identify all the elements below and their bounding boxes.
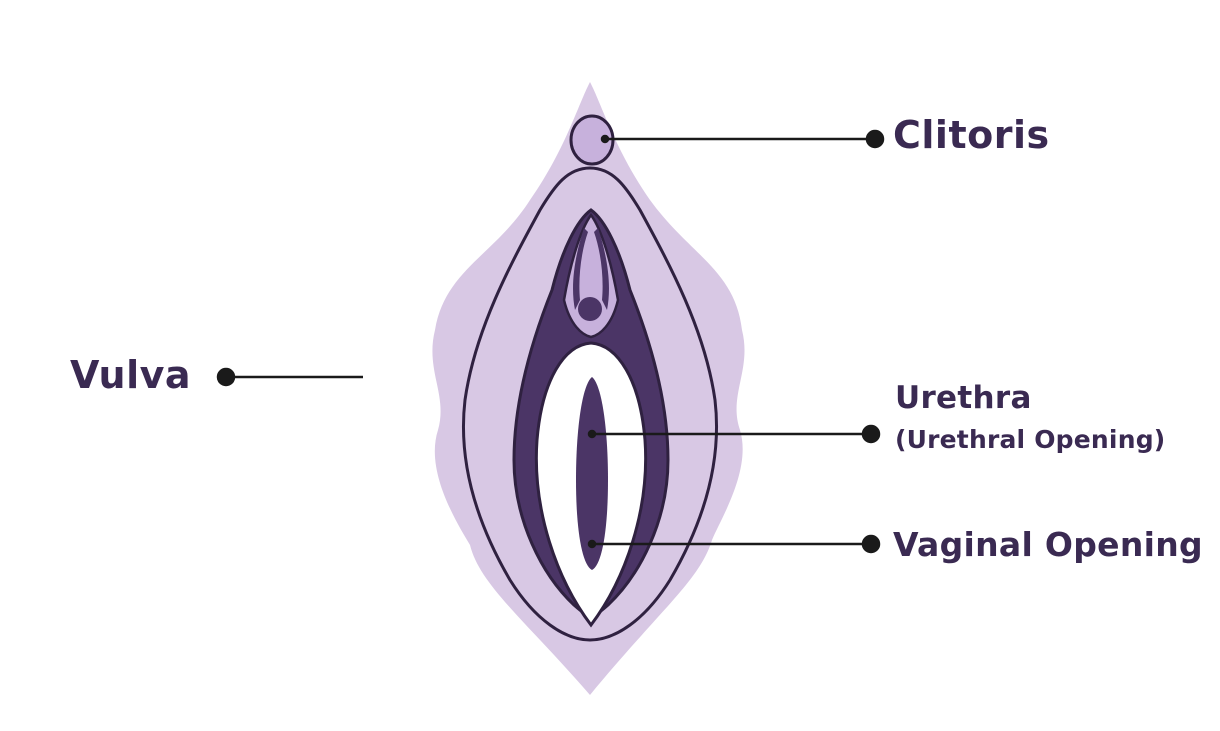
label-urethral-opening: (Urethral Opening) [895,425,1166,454]
labia-outer-outline [461,166,719,642]
urethra-dot [578,297,602,321]
leader-dot-clitoris [865,129,885,149]
label-urethra: Urethra [895,380,1032,416]
leader-dot-vaginal-start [587,539,597,549]
vestibule-stripe-left [573,228,588,310]
vestibule-stripe-right [594,228,609,310]
leader-lines [216,129,885,554]
label-clitoris: Clitoris [893,113,1050,157]
leader-dot-vaginal [861,534,881,554]
vestibule-upper [562,212,620,339]
leader-dot-vulva [216,367,236,387]
label-vulva: Vulva [70,353,192,397]
label-vaginal-opening: Vaginal Opening [893,525,1203,564]
leader-dot-urethra [861,424,881,444]
vaginal-opening-shape [576,377,608,570]
leader-dot-clitoris-start [600,134,610,144]
leader-dot-urethra-start [587,429,597,439]
